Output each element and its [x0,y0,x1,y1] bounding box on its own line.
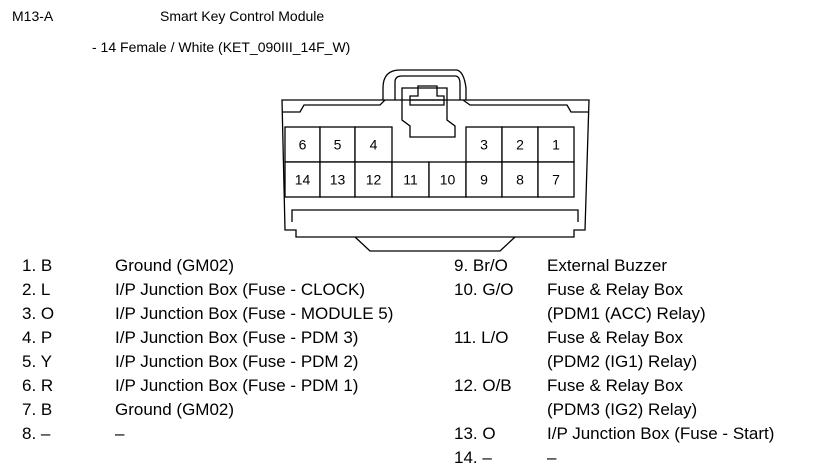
pin-number: 11. L/O [454,328,509,347]
pin-number: 8. – [22,424,51,443]
pin-cell-label-6: 6 [299,137,307,153]
pin-description: (PDM2 (IG1) Relay) [547,352,698,371]
pin-cell-label-2: 2 [516,137,524,153]
pin-description: I/P Junction Box (Fuse - MODULE 5) [115,304,394,323]
connector-bottom-tab [354,236,516,252]
pin-number: 9. Br/O [454,256,508,275]
connector-latch-key [409,85,445,106]
pin-description: Fuse & Relay Box [547,280,684,299]
connector-latch-outer [382,69,467,100]
pin-number: 5. Y [22,352,52,371]
connector-ledge-right [462,99,589,113]
pin-description: Fuse & Relay Box [547,376,684,395]
pin-cell-label-11: 11 [403,172,418,188]
pin-description: (PDM3 (IG2) Relay) [547,400,698,419]
pin-cell-4 [354,126,393,163]
pin-cell-13 [319,161,356,198]
pin-number: 4. P [22,328,53,347]
pin-number: 3. O [22,304,55,323]
pin-cell-label-4: 4 [370,137,378,153]
connector-latch-body [401,87,456,138]
pin-description: (PDM1 (ACC) Relay) [547,304,706,323]
pin-cell-8 [501,161,539,198]
pin-cell-label-7: 7 [552,172,560,188]
connector-bottom-skirt [291,209,579,222]
pin-description: – [115,424,125,443]
pin-number: 6. R [22,376,54,395]
module-title: Smart Key Control Module [160,8,325,24]
connector-body-outline [281,99,590,238]
pin-cell-9 [465,161,503,198]
pin-cell-12 [354,161,393,198]
pin-cell-label-10: 10 [440,172,456,188]
pin-number: 12. O/B [454,376,512,395]
connector-spec: - 14 Female / White (KET_090III_14F_W) [92,39,351,55]
connector-latch-inner [394,75,461,100]
pin-description: Ground (GM02) [115,400,235,419]
pin-description: I/P Junction Box (Fuse - CLOCK) [115,280,366,299]
pin-description: I/P Junction Box (Fuse - PDM 3) [115,328,359,347]
pin-description: – [547,448,557,467]
pin-cell-grid [284,126,575,198]
pin-cell-label-5: 5 [334,137,342,153]
module-code: M13-A [12,8,54,24]
pin-number: 7. B [22,400,53,419]
pin-cell-14 [284,161,321,198]
pin-number: 10. G/O [454,280,514,299]
pin-cell-label-3: 3 [480,137,488,153]
pin-cell-label-9: 9 [480,172,488,188]
pin-cell-10 [428,161,467,198]
connector-ledge-left [282,99,386,113]
pin-number: 1. B [22,256,53,275]
pin-number-labels: 6 5 4 3 2 1 14 13 12 11 10 9 8 7 [295,137,560,188]
pin-cell-7 [537,161,575,198]
pin-number: 2. L [22,280,51,299]
pin-number: 14. – [454,448,492,467]
pin-description: Ground (GM02) [115,256,235,275]
pin-description: I/P Junction Box (Fuse - Start) [547,424,775,443]
pin-description: I/P Junction Box (Fuse - PDM 1) [115,376,359,395]
pin-cell-label-13: 13 [330,172,346,188]
pin-cell-label-14: 14 [295,172,311,188]
pin-cell-label-8: 8 [516,172,524,188]
pin-cell-label-12: 12 [366,172,382,188]
pin-description: Fuse & Relay Box [547,328,684,347]
pin-cell-label-1: 1 [552,137,560,153]
pin-number: 13. O [454,424,496,443]
pin-description: External Buzzer [547,256,667,275]
pin-cell-3 [465,126,503,163]
pin-description: I/P Junction Box (Fuse - PDM 2) [115,352,359,371]
pin-cell-6 [284,126,321,163]
